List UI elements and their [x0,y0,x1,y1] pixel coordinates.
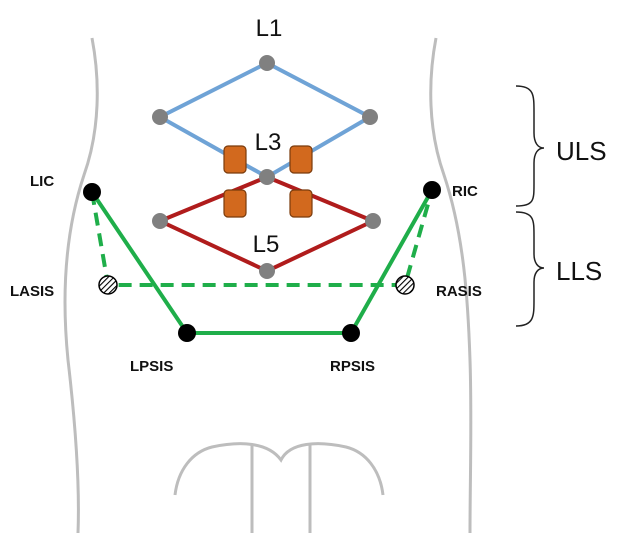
lic-marker [83,183,101,201]
segment-brackets [515,85,545,327]
buttock-crease [173,442,385,496]
lls-bracket [515,211,545,327]
l3-label: L3 [255,129,282,156]
upper-right-marker [362,109,378,125]
lower-right-marker [365,213,381,229]
rpsis-label: RPSIS [330,358,375,375]
ric-label: RIC [452,183,478,200]
lpsis-marker [178,324,196,342]
upper-lumbar-segment [155,60,375,180]
pelvic-landmark-markers [83,181,441,342]
rasis-marker [395,275,415,295]
right-torso-contour [429,37,473,533]
lic-label: LIC [30,173,54,190]
sensor-top-left [223,145,247,174]
l3-marker [259,169,275,185]
sensor-bottom-right [289,189,313,218]
l5-label: L5 [253,231,280,258]
sensor-top-right [289,145,313,174]
body-outline [63,37,473,533]
uls-bracket [515,85,545,207]
sensor-bottom-left [223,189,247,218]
pelvis-lines [90,189,434,335]
upper-left-marker [152,109,168,125]
sensors [223,145,313,218]
lower-left-marker [152,213,168,229]
ric-marker [423,181,441,199]
left-torso-contour [63,37,99,533]
l5-marker [259,263,275,279]
l1-label: L1 [256,15,283,42]
lpsis-label: LPSIS [130,358,173,375]
l1-marker [259,55,275,71]
pelvis-outline [90,189,434,335]
vertebral-markers [152,55,381,279]
uls-label: ULS [556,136,607,166]
rpsis-marker [342,324,360,342]
rasis-label: RASIS [436,283,482,300]
lls-label: LLS [556,256,602,286]
asis-markers [98,275,415,295]
lasis-label: LASIS [10,283,54,300]
lasis-marker [98,275,118,295]
pelvis-dashed-lines [90,189,434,287]
